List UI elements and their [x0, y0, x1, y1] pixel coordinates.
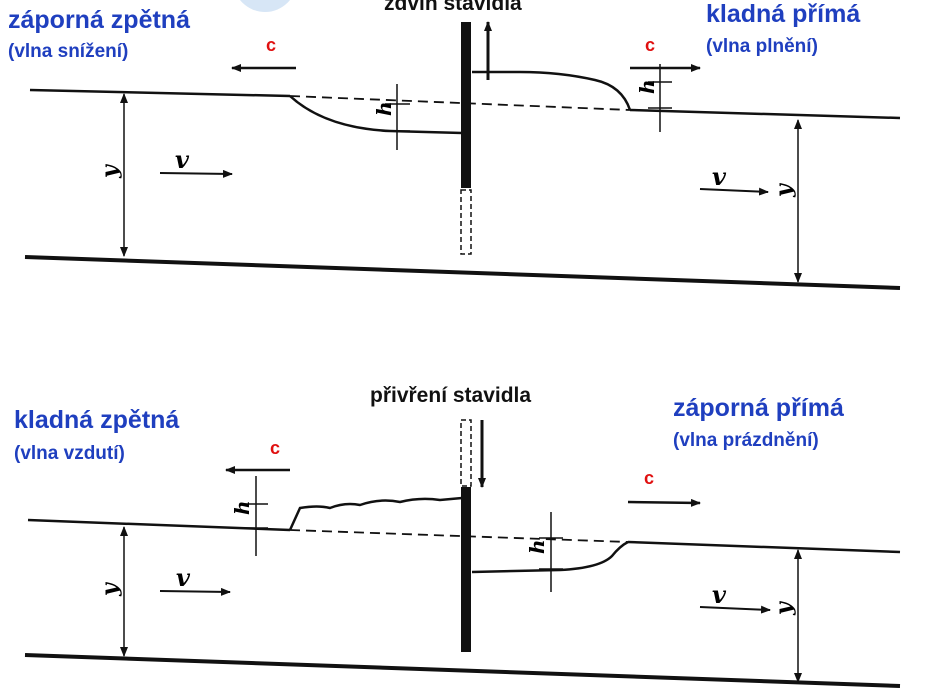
bottom-v-arrow-left [159, 587, 231, 596]
top-y-label-right: y [771, 182, 797, 198]
bottom-v-label-right: v [712, 580, 727, 609]
bottom-c-arrow-right [627, 498, 701, 507]
bottom-v-arrow-right [699, 605, 771, 614]
bottom-original-level [289, 529, 629, 543]
bottom-c-label-left: c [270, 438, 280, 458]
top-center-label: zdvih stavidla [384, 0, 522, 15]
bottom-y-label-left: y [97, 581, 123, 597]
top-h-label-right: h [635, 79, 659, 94]
top-panel: y y h h v v c c záporná zpětná (vlna sní… [8, 0, 901, 290]
bottom-h-label-left: h [230, 500, 254, 515]
top-v-label-left: v [175, 145, 190, 174]
bottom-y-label-right: y [771, 600, 797, 616]
top-gate [461, 22, 471, 188]
bottom-h-label-right: h [525, 539, 549, 554]
top-c-label-right: c [645, 35, 655, 55]
bottom-gate-original-position [460, 419, 472, 487]
top-left-surface [29, 88, 291, 98]
top-v-arrow-left [159, 169, 233, 178]
top-right-title: kladná přímá [706, 0, 860, 28]
bottom-right-subtitle: (vlna prázdnění) [673, 430, 819, 451]
top-channel-bed [24, 255, 901, 290]
top-c-label-left: c [266, 35, 276, 55]
top-h-label-left: h [372, 101, 396, 116]
top-y-label-left: y [97, 163, 123, 179]
bottom-left-subtitle: (vlna vzdutí) [14, 443, 125, 464]
bottom-v-label-left: v [176, 563, 191, 592]
top-original-level [289, 95, 631, 111]
bottom-right-title: záporná přímá [673, 394, 844, 422]
top-left-subtitle: (vlna snížení) [8, 41, 128, 62]
bottom-raised-surface [288, 496, 463, 531]
bottom-channel-bed [24, 653, 901, 688]
top-v-arrow-right [699, 187, 769, 196]
top-gate-original-position [460, 189, 472, 255]
top-left-title: záporná zpětná [8, 6, 190, 34]
bottom-panel: y y h h v v c c kladná zpětná (vlna vzdu… [14, 384, 901, 688]
bottom-c-label-right: c [644, 468, 654, 488]
top-right-subtitle: (vlna plnění) [706, 36, 818, 57]
bottom-center-label: přivření stavidla [370, 384, 531, 407]
top-v-label-right: v [712, 162, 727, 191]
bottom-left-title: kladná zpětná [14, 406, 179, 434]
top-right-surface [629, 108, 901, 120]
top-raised-surface [472, 70, 632, 111]
bottom-gate [461, 487, 471, 652]
bottom-lowered-surface [471, 540, 629, 574]
bottom-right-surface [627, 540, 901, 554]
decorative-circle [240, 0, 290, 12]
